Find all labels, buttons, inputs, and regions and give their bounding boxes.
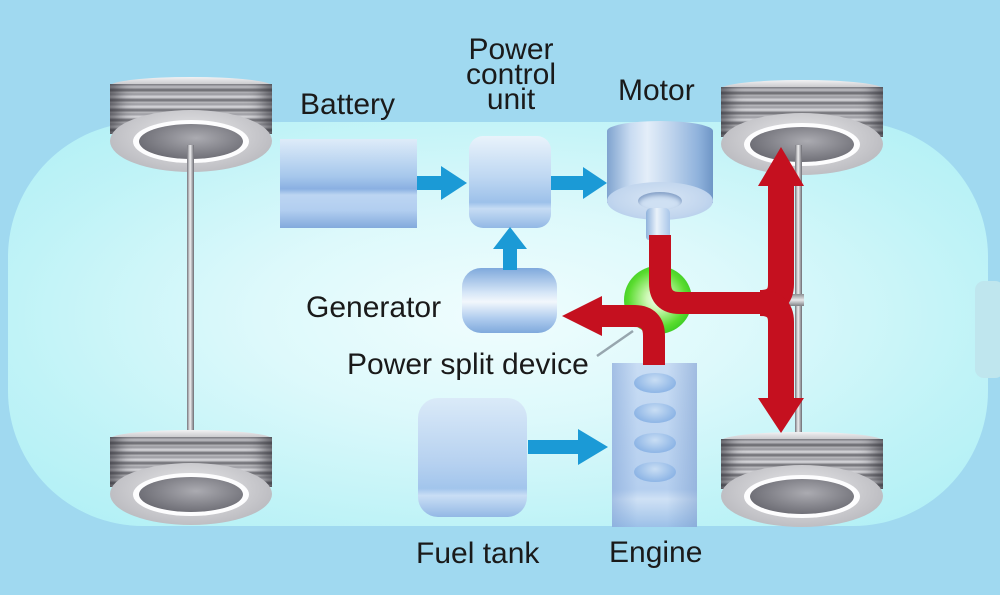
motor-hub xyxy=(638,192,682,210)
pcu-label-line3: unit xyxy=(486,83,536,116)
arrow-generator-to-pcu-shaft xyxy=(503,247,517,270)
engine-cylinder xyxy=(634,462,676,482)
rear-axle-up-line xyxy=(759,183,794,316)
blue-electric-arrows xyxy=(417,166,608,465)
arrow-fueltank-to-engine-shaft xyxy=(528,440,580,454)
arrow-fueltank-to-engine-head xyxy=(578,429,608,465)
wheel-rear-right xyxy=(721,432,883,527)
motor-shaft-connector xyxy=(646,208,670,240)
battery-box xyxy=(280,139,417,228)
battery-label: Battery xyxy=(300,88,396,121)
fuel-tank-label: Fuel tank xyxy=(416,537,540,570)
engine-cylinder xyxy=(634,373,676,393)
engine-cylinder xyxy=(634,433,676,453)
generator-box xyxy=(462,268,557,333)
pcu-label-line1: Power xyxy=(468,33,554,66)
arrowhead-to-rear-wheel xyxy=(758,398,804,433)
wheel-rear-left xyxy=(110,430,272,525)
rear-axle-down-line xyxy=(759,290,794,402)
power-split-device-pointer-line xyxy=(596,329,634,358)
arrowhead-to-front-wheel xyxy=(758,147,804,186)
arrow-generator-to-pcu-head xyxy=(493,227,527,249)
engine-box xyxy=(612,363,697,527)
motor-label: Motor xyxy=(618,74,695,107)
engine-cylinder xyxy=(634,403,676,423)
car-body-side-bump xyxy=(975,281,1000,378)
generator-label: Generator xyxy=(306,291,442,324)
power-control-unit-box xyxy=(469,136,551,228)
arrow-battery-to-pcu-shaft xyxy=(417,176,443,190)
right-axle xyxy=(795,145,802,437)
pcu-label-line2: control xyxy=(465,58,557,91)
arrow-pcu-to-motor-head xyxy=(583,167,607,199)
wheel-hub xyxy=(750,479,854,514)
left-axle xyxy=(187,145,194,437)
wheel-hub xyxy=(139,477,243,512)
engine-to-generator-line xyxy=(600,305,665,365)
red-arrowheads xyxy=(562,147,804,433)
engine-label: Engine xyxy=(609,536,703,569)
arrow-battery-to-pcu-head xyxy=(441,166,467,200)
motor-to-rear-axle-line xyxy=(649,235,772,314)
arrowhead-to-generator xyxy=(562,296,602,336)
power-control-unit-label: Power control unit xyxy=(438,33,584,116)
arrow-pcu-to-motor-shaft xyxy=(551,176,585,190)
fuel-tank-box xyxy=(418,398,527,517)
power-split-device-label: Power split device xyxy=(347,348,589,381)
red-mechanical-flow xyxy=(600,183,794,402)
